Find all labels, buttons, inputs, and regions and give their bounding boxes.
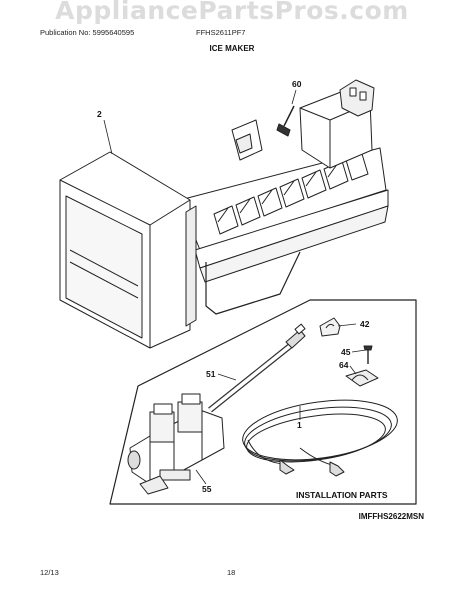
control-housing <box>59 151 197 349</box>
callout-2: 2 <box>97 109 102 119</box>
page-title: ICE MAKER <box>209 44 255 53</box>
footer-date: 12/13 <box>40 568 59 577</box>
page-number: 18 <box>227 568 236 577</box>
callout-1: 1 <box>297 420 302 430</box>
callout-64: 64 <box>339 360 349 370</box>
water-valve <box>127 393 225 495</box>
callout-60: 60 <box>292 79 302 89</box>
ice-tray-assembly <box>179 79 389 315</box>
publication-number: Publication No: 5995640595 <box>40 28 135 37</box>
clamp-with-screw <box>345 345 379 387</box>
model-number: FFHS2611PF7 <box>196 28 246 37</box>
tube-clip <box>319 317 341 337</box>
water-supply-line <box>242 399 398 477</box>
installation-parts-label: INSTALLATION PARTS <box>296 490 388 500</box>
callout-42: 42 <box>360 319 370 329</box>
callout-51: 51 <box>206 369 216 379</box>
leader-lines <box>103 89 367 485</box>
callout-55: 55 <box>202 484 212 494</box>
mounting-screw <box>276 105 295 137</box>
callout-45: 45 <box>341 347 351 357</box>
watermark: AppliancePartsPros.com <box>55 0 409 25</box>
diagram-code: IMFFHS2622MSN <box>358 512 424 521</box>
fill-tube <box>208 323 306 413</box>
